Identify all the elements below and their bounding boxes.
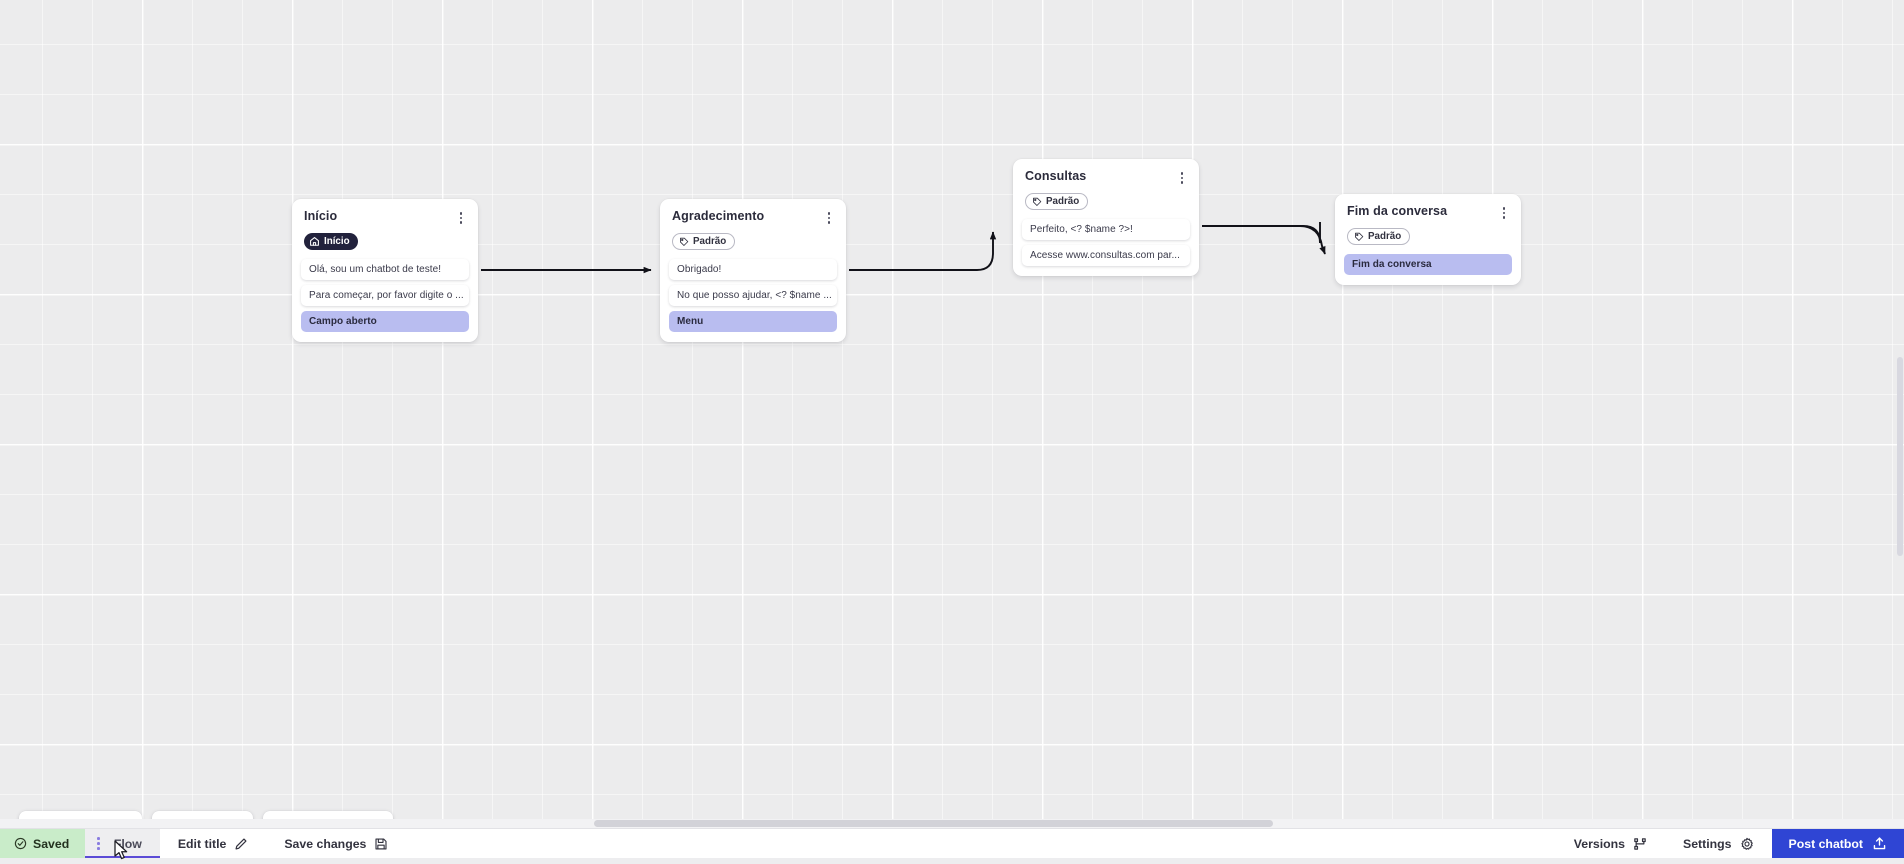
node-menu-button[interactable] bbox=[822, 210, 836, 226]
node-title: Início bbox=[304, 209, 337, 224]
drag-dots-icon[interactable] bbox=[97, 837, 100, 850]
node-row-message[interactable]: Perfeito, <? $name ?>! bbox=[1022, 219, 1190, 240]
floppy-disk-icon[interactable] bbox=[374, 837, 388, 851]
edit-title-button[interactable]: Edit title bbox=[160, 829, 267, 858]
check-circle-icon bbox=[14, 837, 27, 850]
node-row-message[interactable]: Para começar, por favor digite o ... bbox=[301, 285, 469, 306]
node-menu-button[interactable] bbox=[1175, 170, 1189, 186]
post-chatbot-button[interactable]: Post chatbot bbox=[1772, 829, 1904, 858]
node-row-message[interactable]: No que posso ajudar, <? $name ... bbox=[669, 285, 837, 306]
tag-icon bbox=[679, 237, 689, 247]
statusbar-spacer bbox=[406, 829, 1555, 858]
node-menu-button[interactable] bbox=[1497, 205, 1511, 221]
edge-consultas-fim-tail bbox=[1202, 226, 1323, 244]
badge-label: Padrão bbox=[1046, 196, 1079, 207]
flow-node-fim-da-conversa[interactable]: Fim da conversa Padrão Fim da conversa bbox=[1335, 194, 1521, 285]
home-icon bbox=[309, 236, 320, 247]
node-badges: Padrão bbox=[1022, 186, 1190, 211]
node-header: Agradecimento bbox=[669, 208, 837, 226]
node-rows: Olá, sou um chatbot de teste! Para começ… bbox=[301, 259, 469, 332]
node-row-action[interactable]: Campo aberto bbox=[301, 311, 469, 332]
node-badges: Padrão bbox=[1344, 221, 1512, 246]
save-changes-button[interactable]: Save changes bbox=[266, 829, 406, 858]
node-row-action[interactable]: Fim da conversa bbox=[1344, 254, 1512, 275]
flow-canvas[interactable]: Início Início Olá, sou um chatbot de tes… bbox=[0, 0, 1904, 828]
saved-status: Saved bbox=[0, 829, 85, 858]
save-changes-label: Save changes bbox=[284, 837, 366, 851]
pencil-icon[interactable] bbox=[234, 837, 248, 851]
badge-default: Padrão bbox=[1347, 228, 1410, 245]
flow-node-agradecimento[interactable]: Agradecimento Padrão Obrigado! No que po… bbox=[660, 199, 846, 342]
node-header: Fim da conversa bbox=[1344, 203, 1512, 221]
badge-default: Padrão bbox=[672, 233, 735, 250]
node-badges: Início bbox=[301, 226, 469, 251]
node-rows: Obrigado! No que posso ajudar, <? $name … bbox=[669, 259, 837, 332]
flow-edges bbox=[0, 0, 1904, 828]
edit-title-label: Edit title bbox=[178, 837, 227, 851]
flow-node-consultas[interactable]: Consultas Padrão Perfeito, <? $name ?>! … bbox=[1013, 159, 1199, 276]
node-menu-button[interactable] bbox=[454, 210, 468, 226]
node-row-message[interactable]: Olá, sou um chatbot de teste! bbox=[301, 259, 469, 280]
node-rows: Perfeito, <? $name ?>! Acesse www.consul… bbox=[1022, 219, 1190, 266]
mouse-cursor bbox=[114, 840, 132, 864]
tag-icon bbox=[1354, 232, 1364, 242]
saved-label: Saved bbox=[33, 837, 69, 851]
node-row-message[interactable]: Obrigado! bbox=[669, 259, 837, 280]
status-bar: Saved Flow Edit title Save changes Versi… bbox=[0, 828, 1904, 858]
flow-node-inicio[interactable]: Início Início Olá, sou um chatbot de tes… bbox=[292, 199, 478, 342]
badge-label: Padrão bbox=[1368, 231, 1401, 242]
versions-label: Versions bbox=[1574, 837, 1625, 851]
node-header: Início bbox=[301, 208, 469, 226]
gear-icon[interactable] bbox=[1740, 837, 1754, 851]
horizontal-scrollbar[interactable] bbox=[0, 819, 1904, 828]
tag-icon bbox=[1032, 197, 1042, 207]
node-title: Fim da conversa bbox=[1347, 204, 1447, 219]
node-title: Consultas bbox=[1025, 169, 1086, 184]
node-header: Consultas bbox=[1022, 168, 1190, 186]
upload-icon[interactable] bbox=[1872, 836, 1887, 851]
node-rows: Fim da conversa bbox=[1344, 254, 1512, 275]
badge-default: Padrão bbox=[1025, 193, 1088, 210]
settings-label: Settings bbox=[1683, 837, 1732, 851]
badge-start: Início bbox=[304, 233, 358, 250]
node-row-message[interactable]: Acesse www.consultas.com par... bbox=[1022, 245, 1190, 266]
edge-agradecimento-consultas bbox=[849, 232, 993, 270]
badge-label: Padrão bbox=[693, 236, 726, 247]
node-title: Agradecimento bbox=[672, 209, 764, 224]
settings-button[interactable]: Settings bbox=[1665, 829, 1772, 858]
edge-consultas-fim-visible bbox=[1202, 226, 1325, 254]
branch-icon[interactable] bbox=[1633, 837, 1647, 851]
post-chatbot-label: Post chatbot bbox=[1789, 837, 1863, 851]
versions-button[interactable]: Versions bbox=[1556, 829, 1665, 858]
badge-label: Início bbox=[324, 236, 350, 247]
vertical-scrollbar[interactable] bbox=[1895, 0, 1904, 828]
node-row-action[interactable]: Menu bbox=[669, 311, 837, 332]
node-badges: Padrão bbox=[669, 226, 837, 251]
